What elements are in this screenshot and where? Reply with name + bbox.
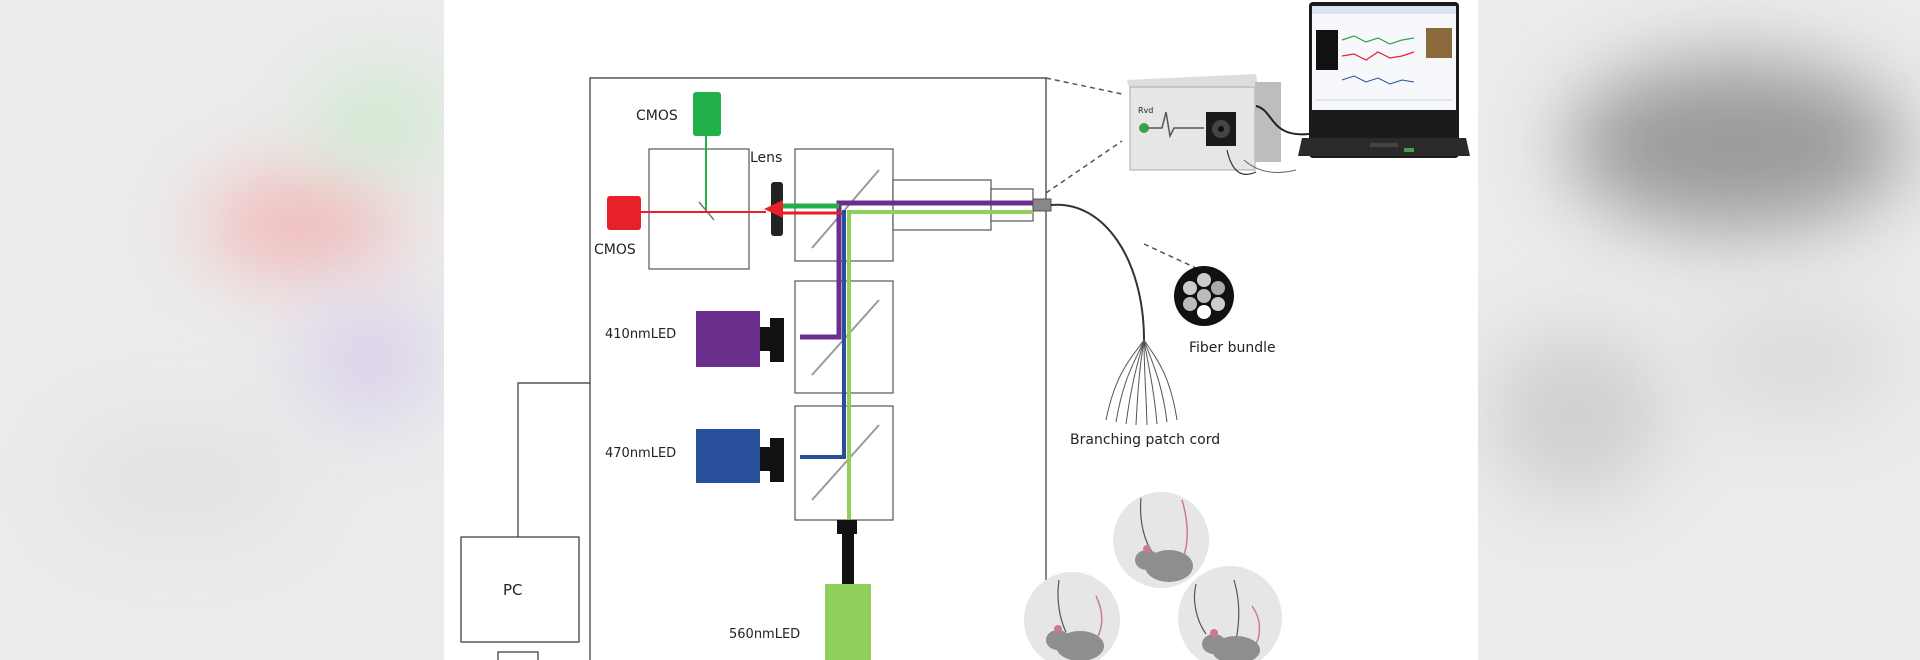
blurred-background-left bbox=[0, 0, 444, 660]
label-led-470: 470nmLED bbox=[605, 446, 676, 461]
blurred-background-right bbox=[1476, 0, 1920, 660]
photometry-console: Rvd bbox=[1127, 74, 1297, 175]
dichroic-mirror-3 bbox=[811, 424, 880, 501]
cmos-red-sensor bbox=[607, 196, 641, 230]
laptop bbox=[1298, 2, 1470, 158]
diagram-canvas: CMOS CMOS Lens 410nmLED 470nmLED 560nmLE… bbox=[444, 0, 1478, 660]
led-470-mount bbox=[760, 447, 770, 471]
fiber-bundle-zoom-line bbox=[1143, 243, 1197, 269]
label-branching-patch-cord: Branching patch cord bbox=[1070, 432, 1220, 448]
label-cmos-top: CMOS bbox=[636, 108, 678, 124]
fiber-cable bbox=[1050, 203, 1145, 341]
mouse-right bbox=[1178, 566, 1282, 660]
branching-fibers bbox=[1105, 339, 1178, 426]
led-560-mount-plate bbox=[837, 520, 857, 534]
label-led-560: 560nmLED bbox=[729, 627, 800, 642]
mouse-top bbox=[1113, 492, 1209, 588]
usb-cable bbox=[1255, 105, 1310, 136]
fiber-bundle-cross-section bbox=[1174, 266, 1234, 326]
label-led-410: 410nmLED bbox=[605, 327, 676, 342]
led-410-mount bbox=[760, 327, 770, 351]
fiber-ferrule bbox=[1032, 198, 1052, 212]
led-470-mount-plate bbox=[770, 438, 784, 482]
mouse-left bbox=[1024, 572, 1120, 660]
zoom-line-bottom bbox=[1045, 140, 1123, 194]
label-fiber-bundle: Fiber bundle bbox=[1189, 340, 1276, 356]
lens-focus-cone bbox=[764, 200, 783, 218]
beam-purple bbox=[800, 200, 1033, 340]
zoom-line-top bbox=[1045, 77, 1123, 95]
label-cmos-left: CMOS bbox=[594, 242, 636, 258]
pc-connection-line bbox=[517, 382, 590, 537]
beam-blue bbox=[800, 210, 846, 459]
label-lens: Lens bbox=[750, 150, 782, 166]
led-560 bbox=[825, 584, 871, 660]
led-560-mount bbox=[842, 534, 854, 584]
led-470 bbox=[696, 429, 760, 483]
led-410-mount-plate bbox=[770, 318, 784, 362]
svg-text:Rvd: Rvd bbox=[1138, 106, 1153, 115]
splitter-cube bbox=[648, 148, 750, 270]
system-enclosure bbox=[589, 77, 1047, 660]
led-410 bbox=[696, 311, 760, 367]
cmos-green-sensor bbox=[693, 92, 721, 136]
fiber-photometry-diagram: CMOS CMOS Lens 410nmLED 470nmLED 560nmLE… bbox=[460, 2, 1470, 660]
pc-stand bbox=[497, 651, 539, 660]
label-pc: PC bbox=[503, 581, 523, 599]
beam-green bbox=[847, 210, 1033, 519]
dichroic-mirror-1 bbox=[811, 169, 880, 249]
pc-box bbox=[460, 536, 580, 643]
